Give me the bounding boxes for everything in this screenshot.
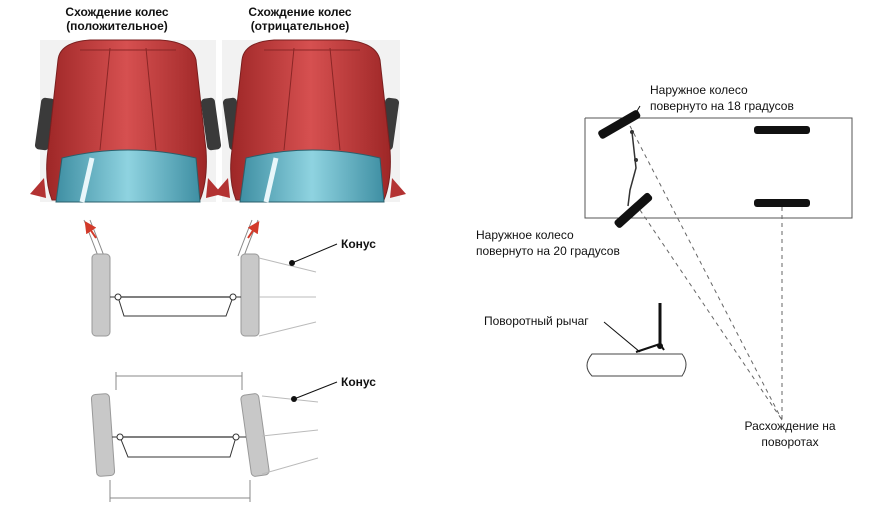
toe-out-title-line2: (отрицательное) (251, 19, 350, 33)
wheel-right-2 (240, 393, 270, 477)
front-wheel-inner (614, 192, 653, 228)
wheel-right (240, 253, 260, 337)
axle-diagram-top: Конус (83, 219, 376, 337)
toe-in-title-line2: (положительное) (66, 19, 168, 33)
outer-wheel-18-line2: повернуто на 18 градусов (650, 99, 794, 113)
direction-arrow-right (247, 221, 260, 239)
toe-out-title: Схождение колес (отрицательное) (248, 5, 352, 33)
wheel-left (91, 253, 111, 337)
rear-wheel-bottom (754, 199, 810, 207)
cone-label-bottom: Конус (341, 375, 376, 389)
outer-wheel-20-line2: повернуто на 20 градусов (476, 244, 620, 258)
outer-wheel-18-line1: Наружное колесо (650, 83, 748, 97)
toe-out-on-turns-line2: поворотах (761, 435, 818, 449)
steering-arm-wheel (586, 353, 687, 377)
toe-in-title-line1: Схождение колес (65, 5, 169, 19)
toe-in-title: Схождение колес (положительное) (65, 5, 169, 33)
car-toe-out (214, 39, 406, 203)
toe-out-on-turns-line1: Расхождение на (744, 419, 835, 433)
front-wheel-outer (598, 110, 641, 139)
direction-arrow-left (84, 221, 97, 239)
outer-wheel-20-line1: Наружное колесо (476, 228, 574, 242)
cone-label-top: Конус (341, 237, 376, 251)
turning-diagram: Наружное колесо повернуто на 18 градусов… (476, 83, 853, 449)
steering-arm-label: Поворотный рычаг (484, 314, 589, 328)
rear-wheel-top (754, 126, 810, 134)
wheel-left-2 (90, 393, 116, 477)
axle-diagram-bottom: Конус (90, 372, 376, 502)
car-toe-in (30, 39, 222, 203)
toe-out-title-line1: Схождение колес (248, 5, 352, 19)
